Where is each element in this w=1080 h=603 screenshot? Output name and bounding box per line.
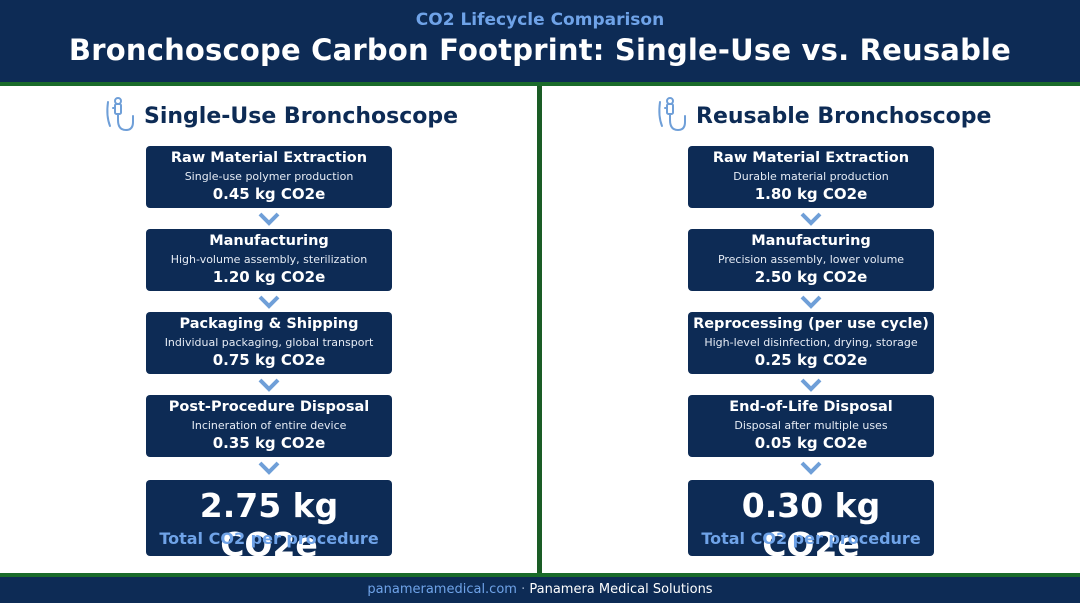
header-banner: CO2 Lifecycle Comparison Bronchoscope Ca… <box>0 0 1080 86</box>
stage-value: 0.05 kg CO2e <box>754 434 868 452</box>
reusable-header: Reusable Bronchoscope <box>656 96 991 136</box>
stage-raw-material: Raw Material Extraction Single-use polym… <box>146 146 392 208</box>
bronchoscope-icon <box>106 97 134 132</box>
chevron-down-icon <box>258 212 280 226</box>
stage-value: 0.45 kg CO2e <box>212 185 326 203</box>
total-value: 0.30 kg CO2e <box>741 486 881 564</box>
stage-value: 0.25 kg CO2e <box>754 351 868 369</box>
chevron-down-icon <box>258 378 280 392</box>
stage-packaging-shipping: Packaging & Shipping Individual packagin… <box>146 312 392 374</box>
stage-raw-material: Raw Material Extraction Durable material… <box>688 146 934 208</box>
page-subtitle: CO2 Lifecycle Comparison <box>415 10 665 30</box>
stage-description: Incineration of entire device <box>191 419 347 432</box>
stage-title: End-of-Life Disposal <box>729 399 893 415</box>
total-box: 2.75 kg CO2e Total CO2 per procedure <box>146 480 392 564</box>
stage-title: Post-Procedure Disposal <box>168 399 370 415</box>
single-use-title: Single-Use Bronchoscope <box>144 103 459 129</box>
stage-value: 1.80 kg CO2e <box>754 185 868 203</box>
stage-description: Precision assembly, lower volume <box>717 253 905 266</box>
stage-title: Raw Material Extraction <box>712 150 910 166</box>
footer-company: Panamera Medical Solutions <box>529 582 713 597</box>
bronchoscope-icon <box>658 97 686 132</box>
chevron-down-icon <box>258 461 280 475</box>
stage-title: Packaging & Shipping <box>179 316 359 332</box>
stage-description: Individual packaging, global transport <box>164 336 374 349</box>
chevron-down-icon <box>800 295 822 309</box>
stage-manufacturing: Manufacturing High-volume assembly, ster… <box>146 229 392 291</box>
reusable-column: Reusable Bronchoscope Raw Material Extra… <box>542 86 1080 573</box>
stage-title: Manufacturing <box>209 233 329 249</box>
stage-title: Manufacturing <box>751 233 871 249</box>
stage-description: Single-use polymer production <box>184 170 354 183</box>
stage-value: 1.20 kg CO2e <box>212 268 326 286</box>
chevron-down-icon <box>258 295 280 309</box>
stage-disposal: Post-Procedure Disposal Incineration of … <box>146 395 392 457</box>
stage-reprocessing: Reprocessing (per use cycle) High-level … <box>688 312 934 374</box>
total-value: 2.75 kg CO2e <box>199 486 339 564</box>
chevron-down-icon <box>800 378 822 392</box>
chevron-down-icon <box>800 212 822 226</box>
single-use-column: Single-Use Bronchoscope Raw Material Ext… <box>0 86 537 573</box>
stage-title: Raw Material Extraction <box>170 150 368 166</box>
footer: panameramedical.com · Panamera Medical S… <box>0 573 1080 603</box>
stage-manufacturing: Manufacturing Precision assembly, lower … <box>688 229 934 291</box>
stage-value: 0.35 kg CO2e <box>212 434 326 452</box>
total-label: Total CO2 per procedure <box>701 529 921 548</box>
stage-value: 0.75 kg CO2e <box>212 351 326 369</box>
stage-title: Reprocessing (per use cycle) <box>693 316 929 332</box>
total-label: Total CO2 per procedure <box>159 529 379 548</box>
footer-site-link[interactable]: panameramedical.com <box>367 582 517 597</box>
stage-description: High-volume assembly, sterilization <box>170 253 368 266</box>
stage-description: High-level disinfection, drying, storage <box>704 336 918 349</box>
page-title: Bronchoscope Carbon Footprint: Single-Us… <box>68 33 1012 67</box>
stage-end-of-life: End-of-Life Disposal Disposal after mult… <box>688 395 934 457</box>
column-divider <box>537 86 542 573</box>
stage-description: Durable material production <box>733 170 889 183</box>
footer-separator: · <box>521 582 526 597</box>
total-box: 0.30 kg CO2e Total CO2 per procedure <box>688 480 934 564</box>
stage-value: 2.50 kg CO2e <box>754 268 868 286</box>
single-use-header: Single-Use Bronchoscope <box>104 96 458 136</box>
reusable-title: Reusable Bronchoscope <box>696 103 992 129</box>
chevron-down-icon <box>800 461 822 475</box>
stage-description: Disposal after multiple uses <box>734 419 888 432</box>
